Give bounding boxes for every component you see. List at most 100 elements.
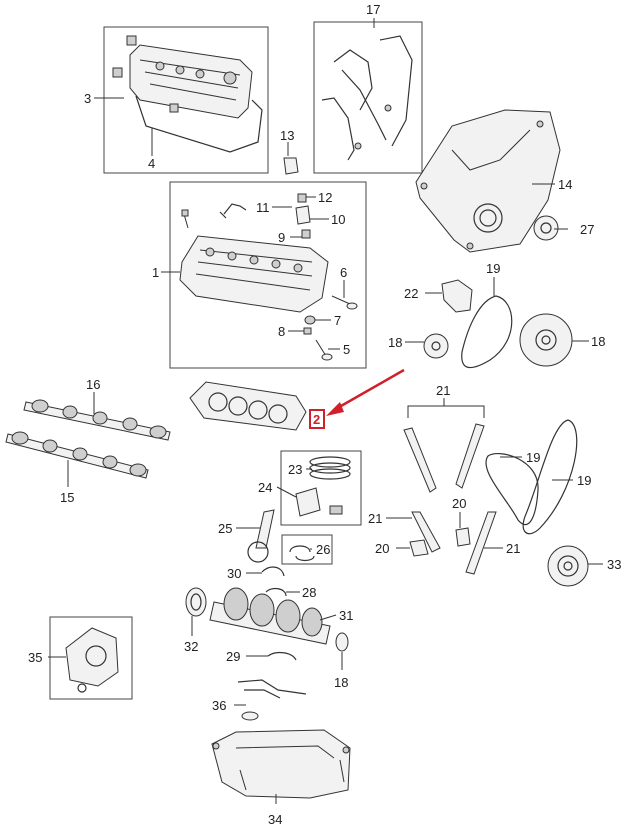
callout-2-highlight[interactable]: 2: [309, 409, 325, 429]
callout-19-right[interactable]: 19: [577, 473, 591, 488]
pulley-33-part: [547, 545, 589, 587]
callout-30[interactable]: 30: [227, 566, 241, 581]
crank-gear-18-part: [335, 632, 349, 652]
connecting-rod-25-part: [247, 509, 275, 563]
sensor-part: [283, 157, 299, 175]
valve-cover-part: [129, 44, 253, 119]
rear-seal-32-part: [185, 587, 207, 617]
timing-chain-upper-part: [461, 295, 513, 369]
callout-labels: 3 4 17 13 14 27 1 12 11 10 9 6 7 8 5 22 …: [28, 2, 621, 827]
callout-20-upper[interactable]: 20: [452, 496, 466, 511]
bearing-28-part: [265, 587, 287, 597]
bearing-group-box: [281, 534, 333, 565]
sprocket-18-left-part: [423, 333, 449, 359]
callout-26[interactable]: 26: [316, 542, 330, 557]
callout-13[interactable]: 13: [280, 128, 294, 143]
callout-2[interactable]: 2: [313, 412, 320, 427]
callout-18-left[interactable]: 18: [388, 335, 402, 350]
callout-32[interactable]: 32: [184, 639, 198, 654]
tensioner-20-upper-part: [455, 527, 471, 547]
callout-16[interactable]: 16: [86, 377, 100, 392]
callout-36[interactable]: 36: [212, 698, 226, 713]
piston-rings-23-part: [309, 456, 351, 480]
camshaft-16-part: [23, 399, 171, 441]
callout-1[interactable]: 1: [152, 265, 159, 280]
callout-15[interactable]: 15: [60, 490, 74, 505]
oil-pan-34-part: [211, 729, 351, 799]
seal-7-part: [304, 315, 316, 325]
head-gasket-part: [189, 381, 307, 431]
timing-chain-19-right-part: [522, 419, 578, 535]
oil-pump-group-box: [49, 616, 133, 700]
callout-3[interactable]: 3: [84, 91, 91, 106]
callout-28[interactable]: 28: [302, 585, 316, 600]
cylinder-head-part: [179, 235, 329, 313]
bearing-26-part: [289, 545, 311, 553]
bearing-26-lower-part: [295, 555, 315, 562]
timing-cover-seal-part: [321, 35, 413, 161]
callout-27[interactable]: 27: [580, 222, 594, 237]
valve-cover-bolts-part: [112, 35, 179, 113]
oil-pickup-36-part: [237, 679, 307, 721]
piston-rings-group-box: [280, 450, 362, 526]
callout-2-box: [309, 409, 325, 429]
timing-chain-19-mid-part: [485, 452, 539, 526]
highlight-arrow: [326, 368, 405, 416]
valve-5-part: [315, 339, 333, 361]
bolt-9-part: [301, 229, 311, 239]
callout-21-right[interactable]: 21: [506, 541, 520, 556]
valve-cover-gasket-part: [135, 95, 263, 153]
callout-31[interactable]: 31: [339, 608, 353, 623]
callout-8[interactable]: 8: [278, 324, 285, 339]
callout-20-lower[interactable]: 20: [375, 541, 389, 556]
callout-22[interactable]: 22: [404, 286, 418, 301]
callout-19-upper[interactable]: 19: [486, 261, 500, 276]
keeper-8-part: [303, 327, 312, 335]
callout-21-left[interactable]: 21: [368, 511, 382, 526]
chain-guide-21-right-part: [455, 423, 485, 489]
callout-33[interactable]: 33: [607, 557, 621, 572]
damper-part: [533, 215, 559, 241]
callout-12[interactable]: 12: [318, 190, 332, 205]
sprocket-18-right-part: [519, 313, 573, 367]
callout-23[interactable]: 23: [288, 462, 302, 477]
callout-9[interactable]: 9: [278, 230, 285, 245]
callout-10[interactable]: 10: [331, 212, 345, 227]
callout-25[interactable]: 25: [218, 521, 232, 536]
callout-5[interactable]: 5: [343, 342, 350, 357]
head-dowel-part: [181, 209, 189, 229]
callout-18-right[interactable]: 18: [591, 334, 605, 349]
callout-6[interactable]: 6: [340, 265, 347, 280]
chain-guide-21-left-part: [403, 427, 437, 493]
camshaft-15-part: [5, 431, 149, 479]
callout-11[interactable]: 11: [256, 200, 270, 215]
bearing-30-part: [261, 566, 285, 577]
callout-7[interactable]: 7: [334, 313, 341, 328]
callout-24[interactable]: 24: [258, 480, 272, 495]
leader-lines: [48, 18, 603, 804]
valve-cover-group-box: [103, 26, 269, 174]
chain-guide-21-lower-right-part: [465, 511, 497, 575]
callout-4[interactable]: 4: [148, 156, 155, 171]
tensioner-22-part: [441, 279, 473, 313]
callout-29[interactable]: 29: [226, 649, 240, 664]
chain-guide-21-lower-left-part: [411, 511, 441, 553]
callout-21-top[interactable]: 21: [436, 383, 450, 398]
callout-18-lower[interactable]: 18: [334, 675, 348, 690]
piston-24-part: [295, 487, 343, 517]
bolt-12-part: [297, 193, 307, 203]
tensioner-20-lower-part: [409, 539, 429, 557]
cylinder-head-group-box: [169, 181, 367, 369]
callout-35[interactable]: 35: [28, 650, 42, 665]
solenoid-10-part: [295, 205, 311, 225]
callout-17[interactable]: 17: [366, 2, 380, 17]
timing-cover-seals-group-box: [313, 21, 423, 174]
callout-34[interactable]: 34: [268, 812, 282, 827]
callout-19-mid[interactable]: 19: [526, 450, 540, 465]
crankshaft-31-part: [209, 587, 331, 645]
timing-cover-part: [415, 109, 561, 253]
cam-sensor-part: [219, 203, 247, 219]
callout-14[interactable]: 14: [558, 177, 572, 192]
bearing-29-part: [267, 651, 297, 661]
